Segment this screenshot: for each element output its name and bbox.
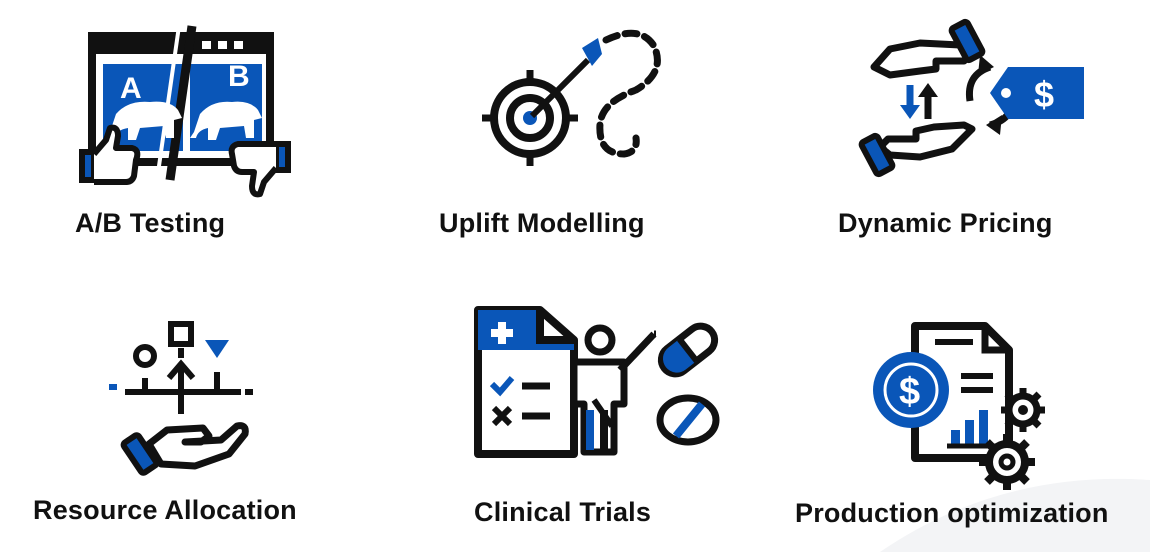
clinical-trial-icon: [474, 306, 720, 458]
ab-testing-icon: A B: [79, 25, 291, 198]
label-uplift-modelling: Uplift Modelling: [439, 208, 645, 238]
hand-allocation-icon: [109, 321, 253, 476]
cost-optimization-icon: $: [873, 322, 1045, 490]
panel-a-letter: A: [120, 72, 142, 105]
label-resource-allocation: Resource Allocation: [33, 495, 297, 525]
hands-price-tag-icon: $: [858, 18, 1084, 178]
label-dynamic-pricing: Dynamic Pricing: [838, 208, 1053, 238]
price-tag-dollar: $: [1034, 74, 1054, 115]
label-production-optimization: Production optimization: [795, 498, 1109, 528]
panel-b-letter: B: [228, 60, 250, 93]
coin-dollar: $: [899, 371, 920, 413]
label-clinical-trials: Clinical Trials: [474, 497, 652, 527]
target-arrow-icon: [482, 29, 661, 166]
label-ab-testing: A/B Testing: [75, 208, 226, 238]
